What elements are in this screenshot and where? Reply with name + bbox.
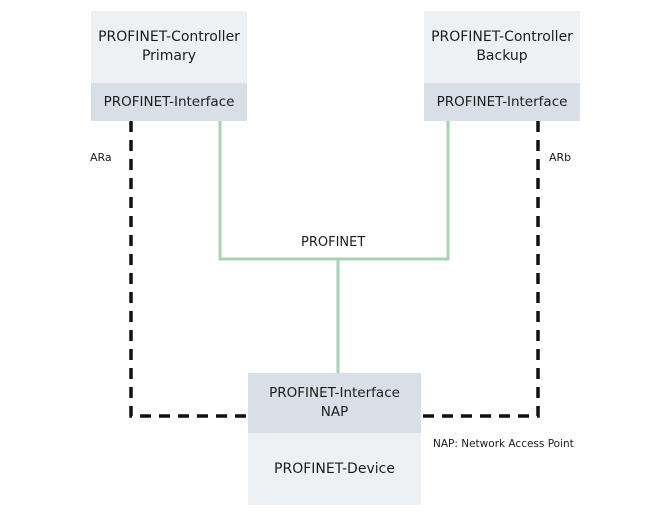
nap-note: NAP: Network Access Point	[433, 438, 574, 450]
network-line-left	[218, 121, 450, 261]
ar-a-label: ARa	[90, 151, 112, 164]
backup-interface-box: PROFINET-Interface	[424, 83, 580, 121]
ar-a-line	[129, 121, 248, 418]
network-label: PROFINET	[301, 235, 366, 250]
ar-b-label: ARb	[549, 151, 572, 164]
device-name-label: PROFINET-Device	[274, 461, 395, 477]
primary-controller-title: PROFINET-Controller	[98, 29, 240, 45]
primary-controller-box: PROFINET-Controller Primary	[91, 11, 247, 83]
backup-controller-box: PROFINET-Controller Backup	[424, 11, 580, 83]
backup-controller-title: PROFINET-Controller	[431, 29, 573, 45]
primary-interface-box: PROFINET-Interface	[91, 83, 247, 121]
primary-controller-subtitle: Primary	[141, 48, 197, 64]
device-box: PROFINET-Device	[248, 433, 421, 505]
backup-interface-label: PROFINET-Interface	[436, 94, 568, 110]
backup-controller-subtitle: Backup	[476, 48, 528, 64]
primary-interface-label: PROFINET-Interface	[103, 94, 235, 110]
device-interface-label: PROFINET-Interface	[269, 385, 400, 401]
device-interface-box: PROFINET-Interface NAP	[248, 373, 421, 433]
device-nap-label: NAP	[320, 404, 349, 420]
ar-b-line	[421, 121, 540, 418]
